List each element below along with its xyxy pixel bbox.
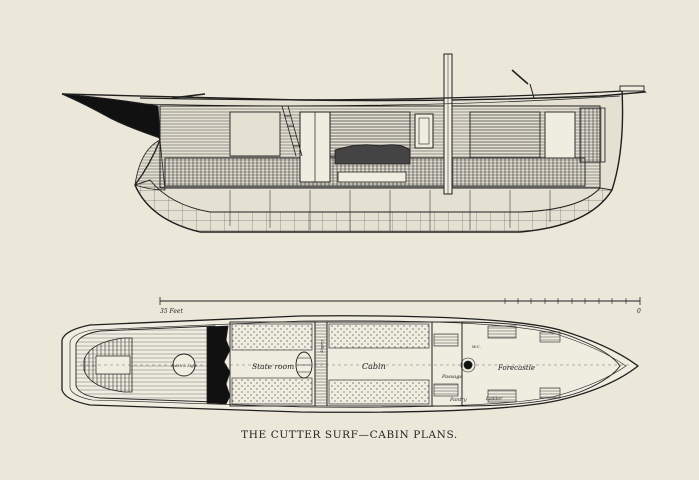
scale-left-label: 35 Feet [160,308,183,315]
pantry-label: Pantry [449,397,467,403]
passage-label: Passage [441,374,462,380]
wc-label: W.C. [472,344,481,349]
companion-ladder-elevation [281,105,303,157]
galley-label: Galley [320,340,325,354]
scale-right-label: 0 [637,308,641,315]
forecastle-label: Forecastle [497,364,535,372]
scale-bar: 35 Feet 0 [159,297,641,315]
hatch-label: Hatch & Light [170,364,197,368]
ladder-label: Ladder [485,396,503,402]
stateroom-label: State room [252,362,294,371]
side-elevation [61,53,647,233]
figure-caption: THE CUTTER SURF—CABIN PLANS. [241,429,458,441]
bow-dark [61,93,161,139]
keel-hatching [134,179,613,233]
deck-plan: Hatch & Light State room Galley Cabin Pa… [61,315,640,413]
cabin-label: Cabin [362,362,386,371]
